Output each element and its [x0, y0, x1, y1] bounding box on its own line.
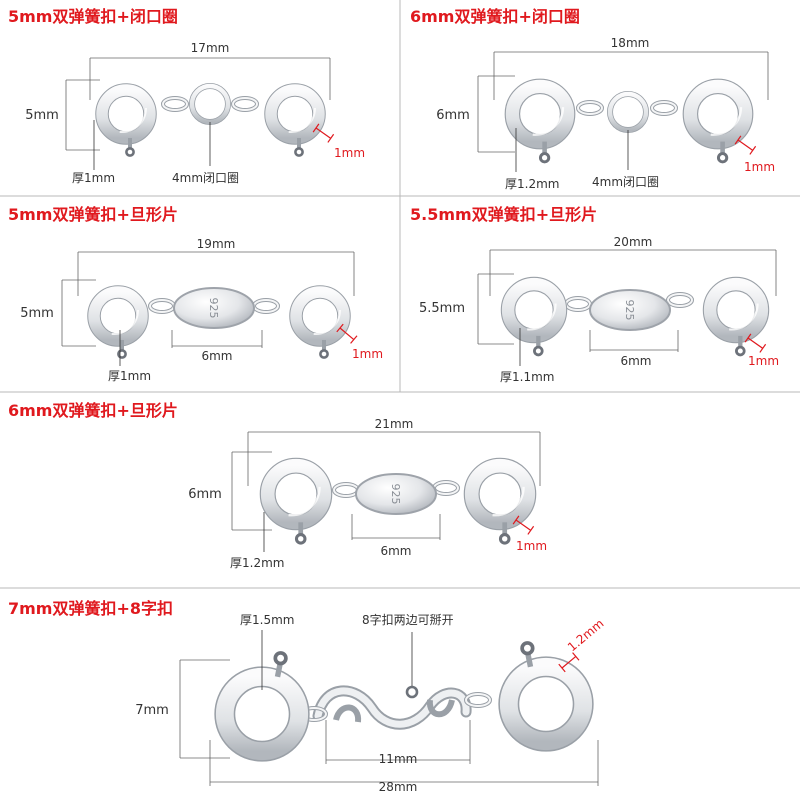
panel-dividers [0, 0, 800, 589]
panel-6-hook-dim: 11mm [379, 752, 418, 766]
panel-6-note: 8字扣两边可掰开 [362, 612, 454, 627]
panel-4-clasp: 925 [504, 278, 762, 355]
panel-1-clasp [98, 84, 319, 156]
panel-2-height-dim: 6mm [436, 108, 470, 123]
panel-3-overall-dim: 19mm [197, 237, 236, 251]
panel-5-gap-dim: 1mm [516, 539, 547, 553]
panel-6-title: 7mm双弹簧扣+8字扣 [8, 599, 173, 618]
panel-5-height-dim: 6mm [188, 487, 222, 502]
panel-5-title: 6mm双弹簧扣+旦形片 [8, 401, 178, 420]
panel-6-height-dim: 7mm [135, 703, 169, 718]
panel-6-thickness-dim: 厚1.5mm [240, 613, 294, 627]
panel-2-title: 6mm双弹簧扣+闭口圈 [410, 7, 580, 26]
panel-4-height-dim: 5.5mm [419, 301, 465, 316]
panel-3-clasp: 925 [90, 286, 344, 358]
panel-2-clasp [508, 80, 746, 162]
panel-2-overall-dim: 18mm [611, 36, 650, 50]
panel-1-overall-dim: 17mm [191, 41, 230, 55]
panel-1-gap-dim: 1mm [334, 146, 365, 160]
panel-5-tag-stamp: 925 [389, 484, 402, 505]
panel-3-tag-stamp: 925 [207, 298, 220, 319]
panel-4-title: 5.5mm双弹簧扣+旦形片 [410, 205, 597, 224]
panel-1-thickness-dim: 厚1mm [72, 171, 115, 185]
panel-3: 5mm双弹簧扣+旦形片 19mm 5mm 925 6mm 厚1mm 1mm [8, 205, 383, 383]
panel-6-clasp [214, 641, 594, 762]
panel-4: 5.5mm双弹簧扣+旦形片 20mm 5.5mm 925 6mm 厚1.1mm … [410, 205, 779, 384]
panel-5-clasp: 925 [263, 459, 528, 543]
panel-2-jumpring-dim: 4mm闭口圈 [592, 175, 659, 189]
panel-4-tag-stamp: 925 [623, 300, 636, 321]
panel-2-gap-dim: 1mm [744, 160, 775, 174]
panel-3-title: 5mm双弹簧扣+旦形片 [8, 205, 178, 224]
panel-5: 6mm双弹簧扣+旦形片 21mm 6mm 925 6mm 厚1.2mm 1mm [8, 401, 547, 570]
panel-5-tag-dim: 6mm [380, 544, 411, 558]
panel-2-thickness-dim: 厚1.2mm [505, 177, 559, 191]
panel-3-height-dim: 5mm [20, 306, 54, 321]
panel-1-height-dim: 5mm [25, 108, 59, 123]
panel-4-gap-dim: 1mm [748, 354, 779, 368]
panel-6-gap-dim: 1.2mm [565, 616, 607, 654]
panel-2: 6mm双弹簧扣+闭口圈 18mm 6mm 厚1.2mm 4mm闭口圈 1mm [410, 7, 775, 191]
panel-1-jumpring-dim: 4mm闭口圈 [172, 171, 239, 185]
panel-4-tag-dim: 6mm [620, 354, 651, 368]
panel-5-overall-dim: 21mm [375, 417, 414, 431]
panel-4-thickness-dim: 厚1.1mm [500, 370, 554, 384]
panel-5-thickness-dim: 厚1.2mm [230, 556, 284, 570]
panel-1: 5mm双弹簧扣+闭口圈 17mm 5mm 厚1mm 4mm闭口圈 1mm [8, 7, 365, 185]
panel-1-title: 5mm双弹簧扣+闭口圈 [8, 7, 178, 26]
panel-3-gap-dim: 1mm [352, 347, 383, 361]
panel-6: 7mm双弹簧扣+8字扣 7mm [8, 599, 606, 794]
panel-3-thickness-dim: 厚1mm [108, 369, 151, 383]
panel-6-overall-dim: 28mm [379, 780, 418, 794]
panel-3-tag-dim: 6mm [201, 349, 232, 363]
panel-4-overall-dim: 20mm [614, 235, 653, 249]
